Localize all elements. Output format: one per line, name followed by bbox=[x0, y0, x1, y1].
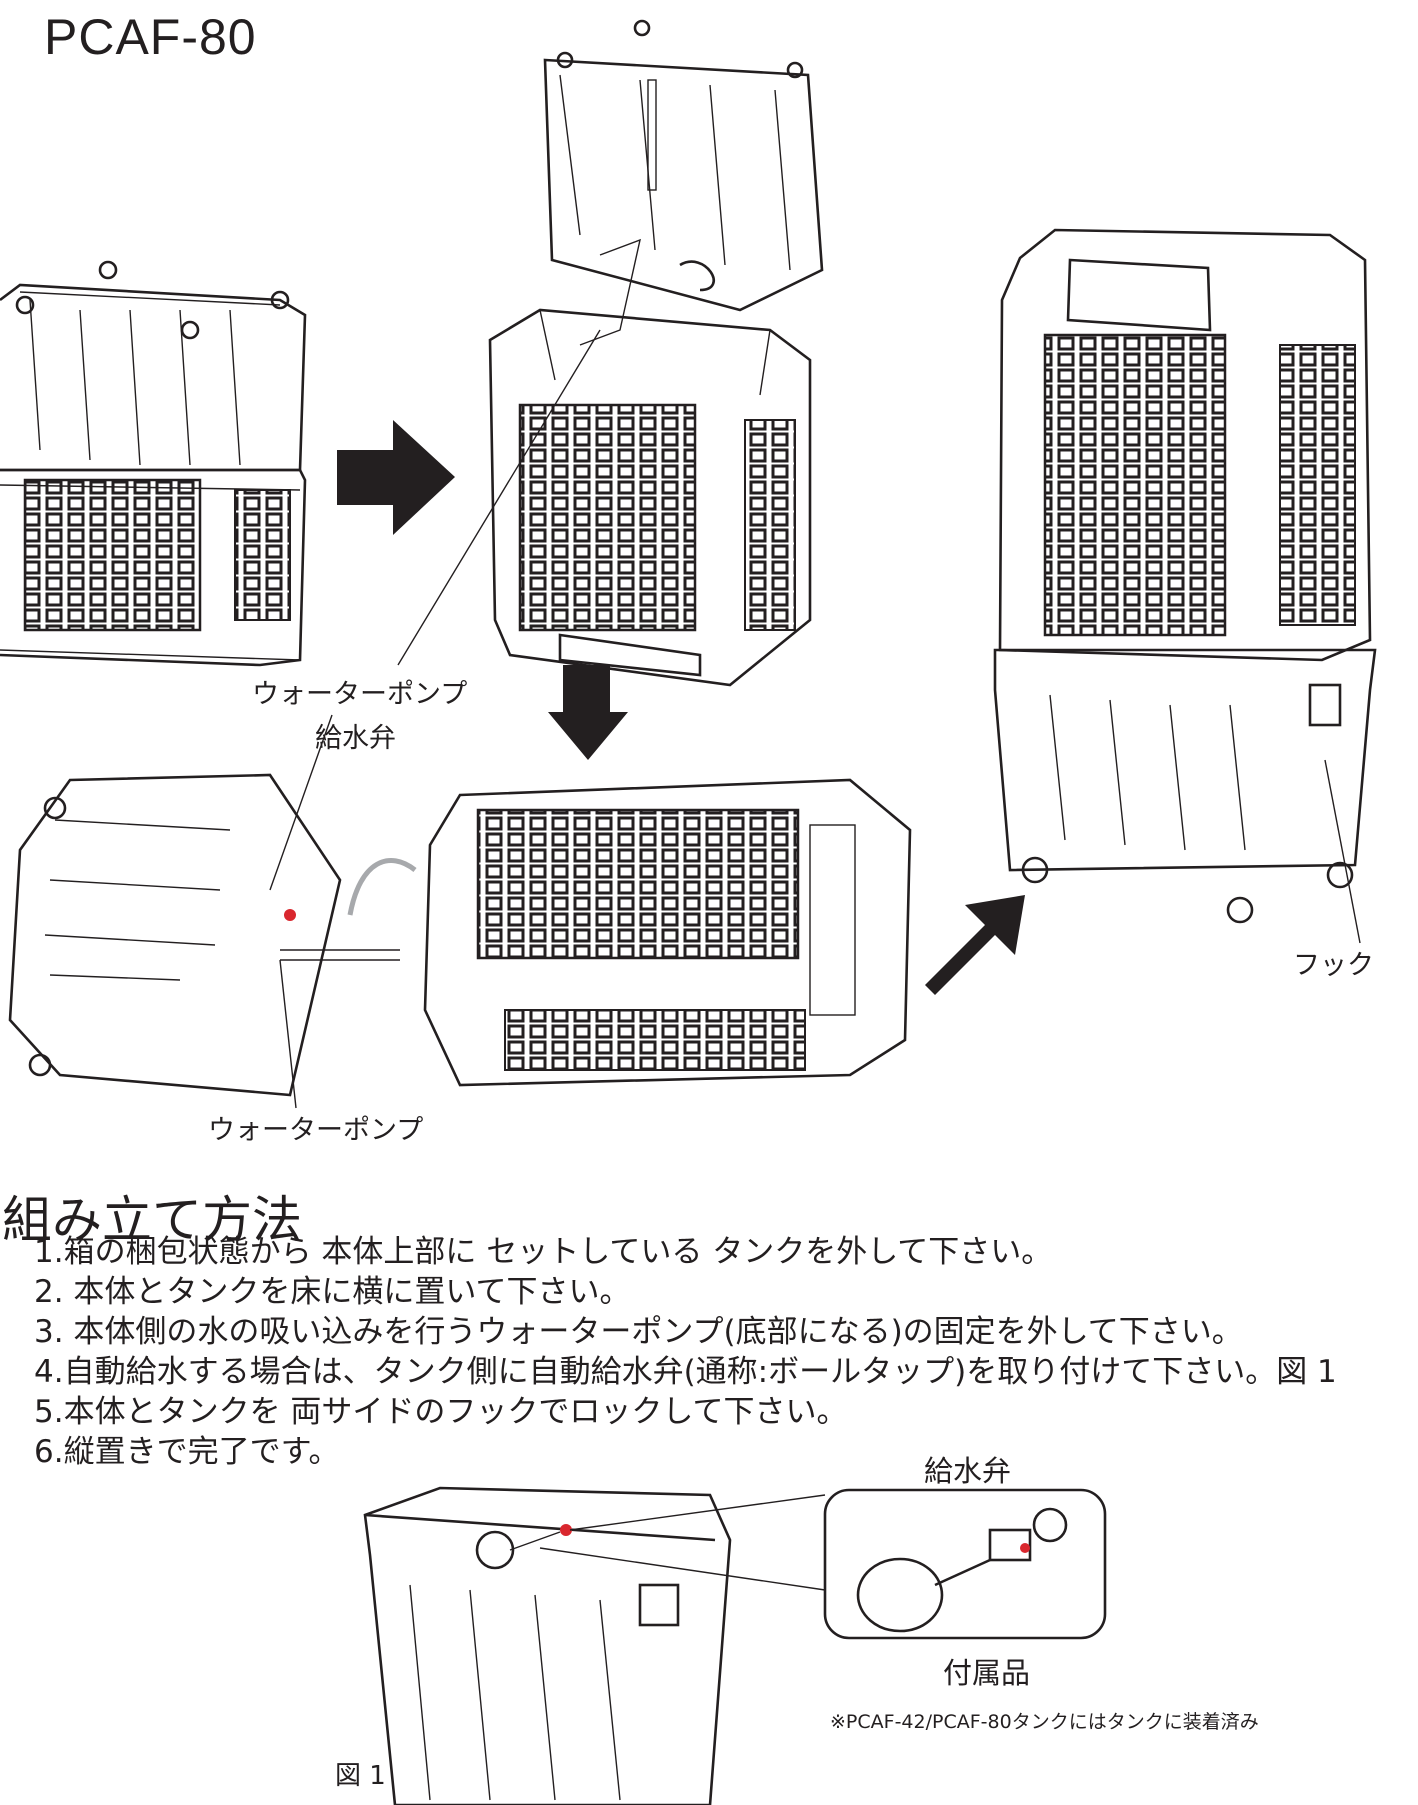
base-unit-drawing bbox=[488, 260, 812, 687]
label-water-pump-bottom: ウォーターポンプ bbox=[208, 1115, 424, 1146]
figure1-caption: 図 1 bbox=[335, 1761, 386, 1791]
label-hook: フック bbox=[1293, 950, 1374, 981]
label-supply-valve: 給水弁 bbox=[315, 723, 396, 754]
assembly-step: 1.箱の梱包状態から 本体上部に セットしている タンクを外して下さい。 bbox=[34, 1234, 1053, 1270]
horizontal-parts-drawing bbox=[8, 773, 912, 1097]
model-name: PCAF-80 bbox=[44, 9, 257, 65]
arrow-up-right bbox=[925, 895, 1025, 995]
leader-lines bbox=[269, 329, 1361, 1109]
arrow-down bbox=[548, 665, 628, 760]
assembly-step: 2. 本体とタンクを床に横に置いて下さい。 bbox=[34, 1274, 631, 1310]
packed-unit-drawing bbox=[0, 260, 307, 667]
assembled-unit-drawing bbox=[993, 228, 1377, 924]
figure1-tank-drawing bbox=[363, 1486, 826, 1805]
figure1-valve-title: 給水弁 bbox=[924, 1454, 1012, 1488]
label-water-pump-top: ウォーターポンプ bbox=[252, 679, 468, 710]
assembly-heading: 組み立て方法 bbox=[2, 1191, 302, 1249]
assembly-step: 6.縦置きで完了です。 bbox=[34, 1434, 340, 1470]
assembly-step: 4.自動給水する場合は、タンク側に自動給水弁(通称:ボールタップ)を取り付けて下… bbox=[34, 1354, 1337, 1390]
assembly-step: 5.本体とタンクを 両サイドのフックでロックして下さい。 bbox=[34, 1394, 848, 1430]
valve-inset-box bbox=[823, 1488, 1107, 1640]
assembly-step: 3. 本体側の水の吸い込みを行うウォーターポンプ(底部になる)の固定を外して下さ… bbox=[34, 1314, 1243, 1350]
assembly-steps: 1.箱の梱包状態から 本体上部に セットしている タンクを外して下さい。 2. … bbox=[34, 1232, 1337, 1472]
arrow-right bbox=[337, 420, 455, 535]
lifted-tank-drawing bbox=[543, 19, 824, 346]
figure1-note: ※PCAF-42/PCAF-80タンクにはタンクに装着済み bbox=[830, 1711, 1259, 1733]
figure1-accessory-label: 付属品 bbox=[943, 1656, 1031, 1690]
